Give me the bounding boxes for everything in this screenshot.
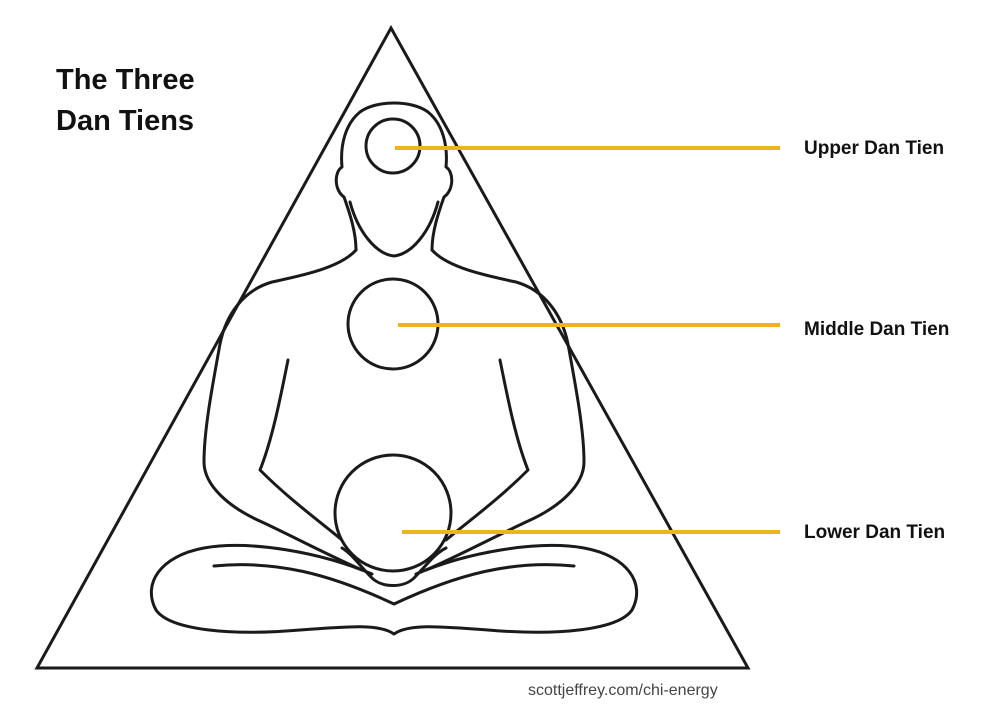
figure-left-body-outline bbox=[202, 248, 364, 572]
figure-jaw-outline bbox=[348, 200, 440, 258]
lower-dan-tien-label: Lower Dan Tien bbox=[804, 522, 945, 543]
figure-hands bbox=[340, 546, 448, 587]
figure-left-inner-arm bbox=[258, 358, 344, 542]
source-credit: scottjeffrey.com/chi-energy bbox=[528, 682, 718, 699]
middle-dan-tien-label: Middle Dan Tien bbox=[804, 319, 949, 340]
figure-head-outline bbox=[334, 101, 454, 252]
figure-right-body-outline bbox=[424, 248, 586, 572]
figure-leg-fold bbox=[212, 563, 576, 606]
diagram-title-line-1: The Three bbox=[56, 64, 195, 96]
meditating-figure bbox=[150, 101, 638, 636]
figure-right-inner-arm bbox=[444, 358, 530, 542]
diagram-title-line-2: Dan Tiens bbox=[56, 105, 194, 137]
lower-dan-tien-circle bbox=[333, 453, 453, 573]
upper-dan-tien-label: Upper Dan Tien bbox=[804, 138, 944, 159]
figure-crossed-legs bbox=[150, 544, 638, 636]
